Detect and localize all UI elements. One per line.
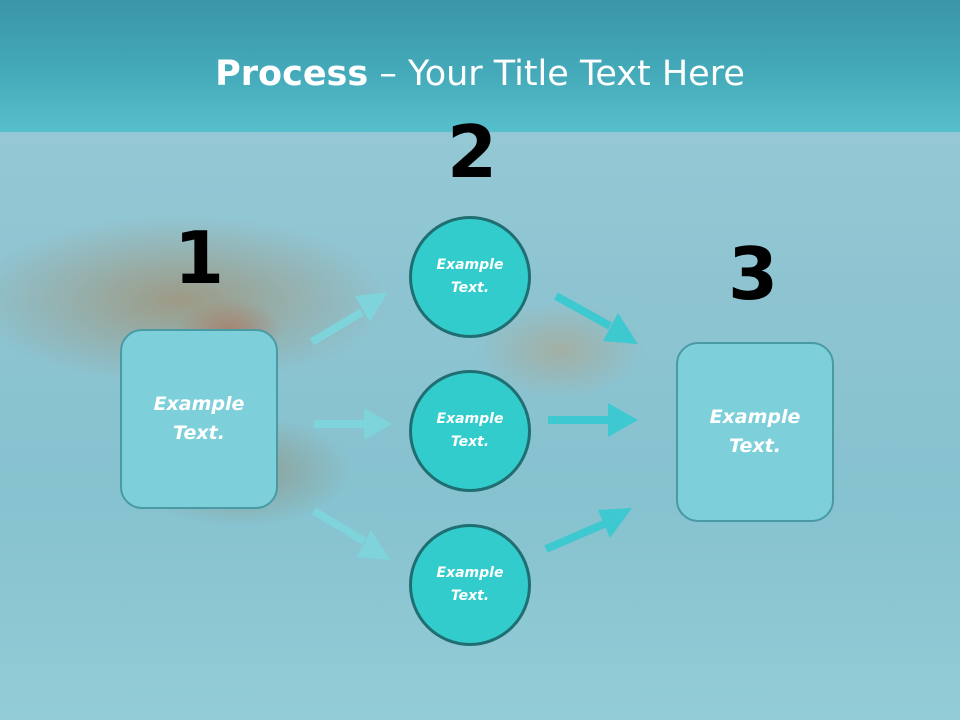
step-number-1: 1 (173, 216, 225, 300)
title-bold: Process (215, 54, 369, 94)
step-3-box-text: Example Text. (709, 406, 801, 457)
step-2-circle-top: Example Text. (409, 216, 531, 338)
circle-bottom-text: Example Text. (436, 565, 504, 604)
step-number-3: 3 (727, 232, 779, 316)
arrow-1-to-middle (314, 408, 392, 440)
arrow-1-to-top (309, 292, 388, 346)
step-number-2: 2 (446, 110, 498, 194)
arrow-1-to-bottom (311, 507, 390, 560)
step-1-box: Example Text. (120, 329, 278, 509)
slide-title: Process – Your Title Text Here (0, 50, 960, 98)
step-2-circle-bottom: Example Text. (409, 524, 531, 646)
arrow-top-to-3 (554, 292, 638, 344)
step-3-box: Example Text. (676, 342, 834, 522)
title-bar (0, 0, 960, 132)
arrow-middle-to-3 (548, 403, 638, 437)
step-2-circle-middle: Example Text. (409, 370, 531, 492)
title-rest: – Your Title Text Here (368, 54, 745, 94)
step-1-box-text: Example Text. (153, 393, 245, 444)
circle-top-text: Example Text. (436, 257, 504, 296)
arrow-bottom-to-3 (544, 508, 632, 553)
circle-middle-text: Example Text. (436, 411, 504, 450)
